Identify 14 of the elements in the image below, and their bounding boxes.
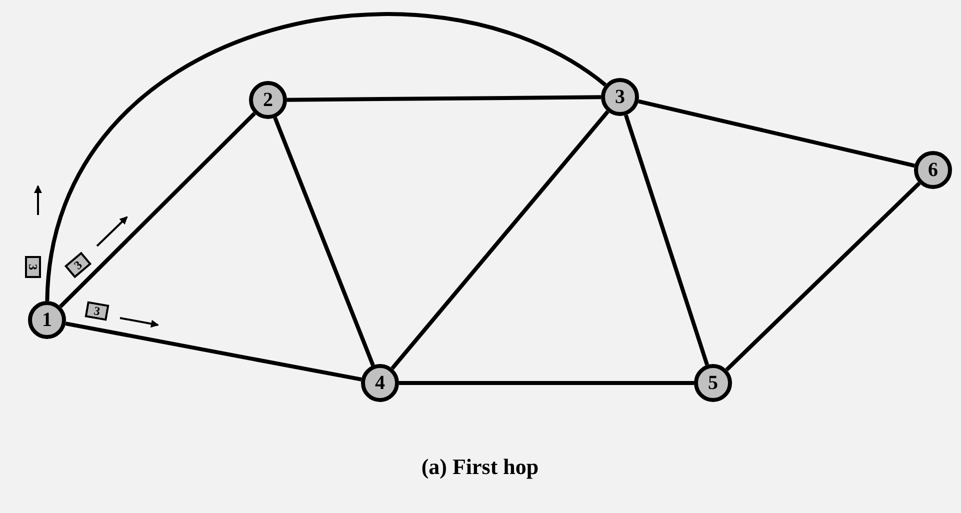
- packet-box: 3: [64, 252, 92, 278]
- link-line: [273, 116, 375, 366]
- link-line: [624, 114, 710, 366]
- packet-box: 3: [84, 301, 110, 321]
- link-line: [390, 110, 610, 370]
- link-line: [65, 322, 362, 382]
- link-line: [725, 182, 921, 372]
- link-line: [286, 95, 602, 102]
- link-line: [638, 99, 915, 168]
- link-line: [399, 381, 694, 385]
- link-line: [59, 112, 256, 308]
- packet-box: 3: [25, 256, 41, 278]
- link-line: [45, 12, 606, 302]
- caption: (a) First hop: [420, 453, 540, 481]
